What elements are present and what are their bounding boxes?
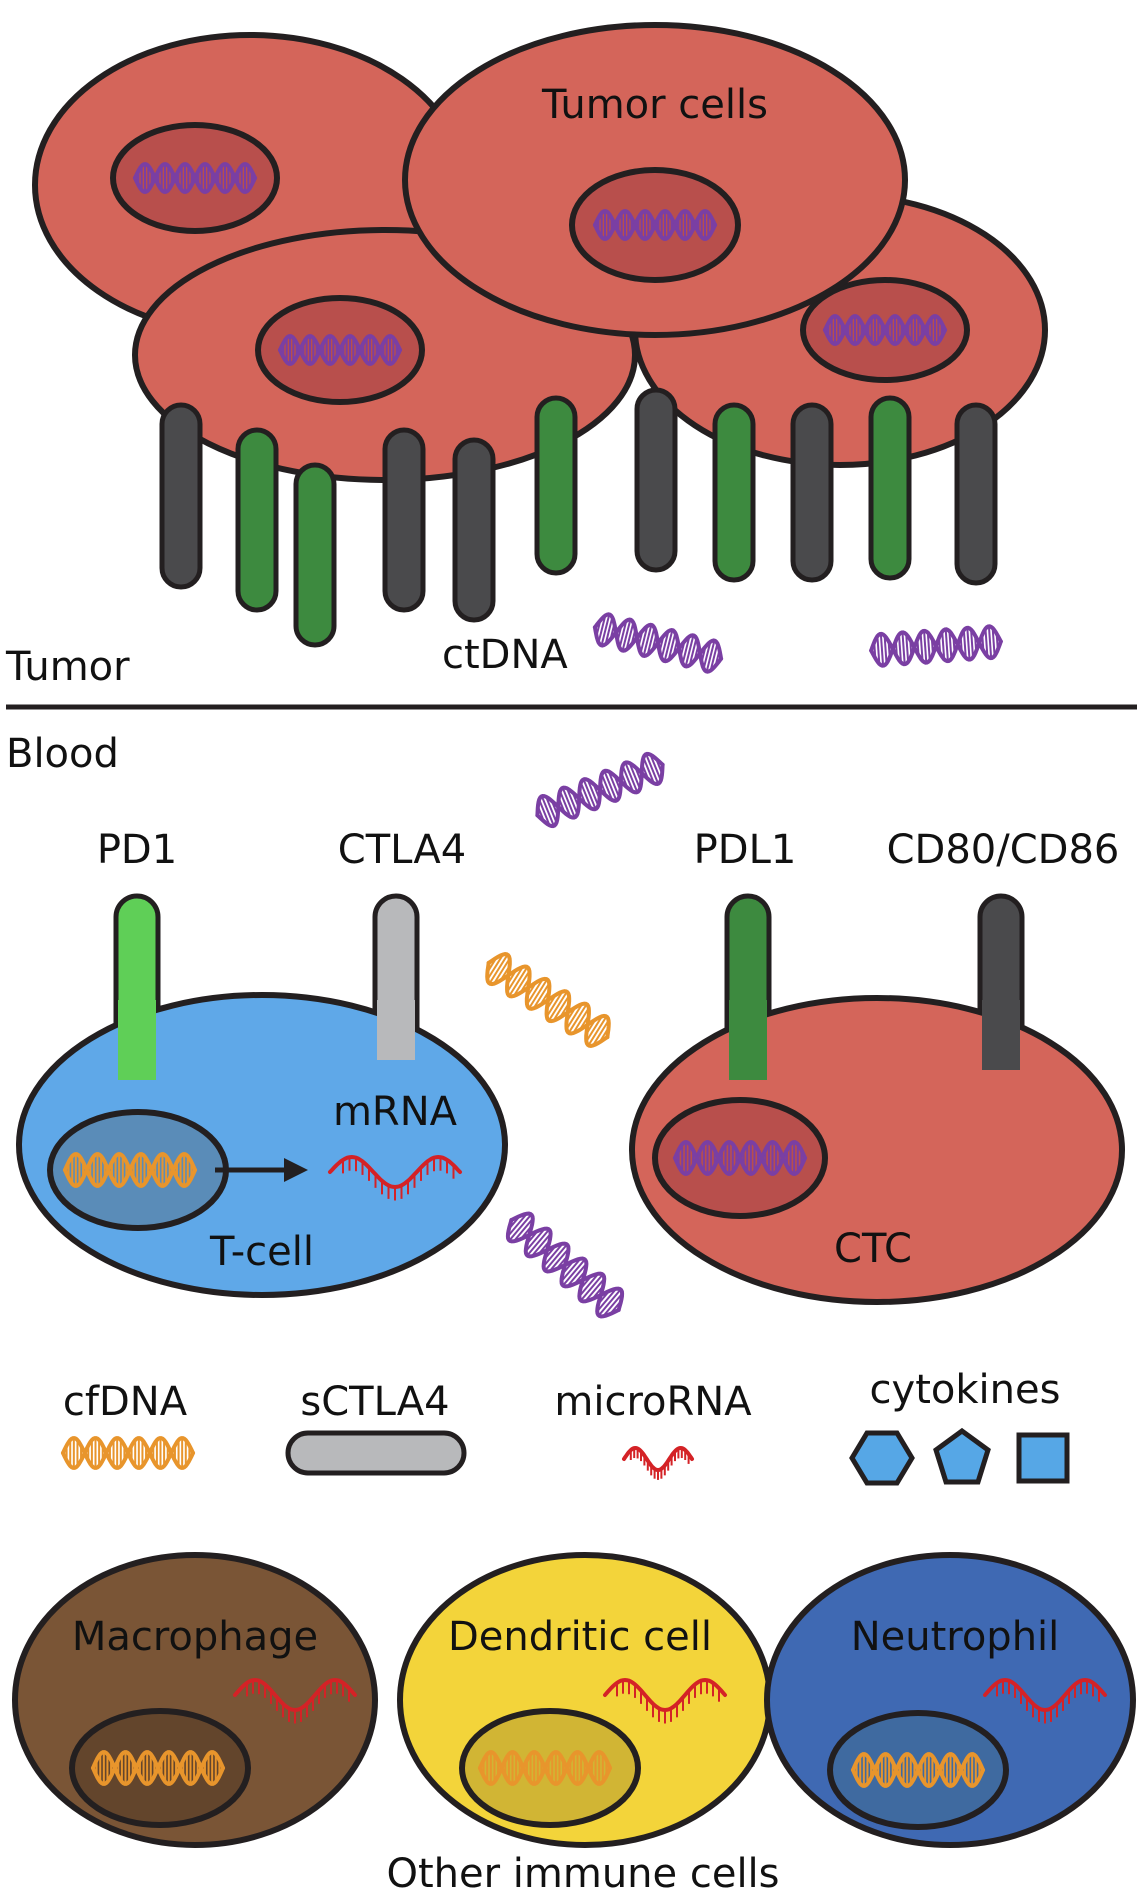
receptor-green	[235, 427, 279, 613]
cytokine-pentagon-icon	[933, 1427, 991, 1485]
dendritic-cell-label: Dendritic cell	[448, 1614, 712, 1660]
cd80-cd86-receptor-base	[982, 1000, 1020, 1070]
receptor-dark	[452, 437, 496, 623]
ctdna-helix-icon	[593, 209, 717, 241]
cfdna-helix-icon	[91, 1750, 225, 1786]
ctdna-helix-icon	[592, 612, 724, 674]
receptor-green	[293, 462, 337, 648]
cfdna-helix-icon	[851, 1752, 985, 1788]
ctdna-helix-icon	[505, 1211, 625, 1319]
microrna-strand-icon	[233, 1677, 357, 1724]
ctdna-helix-icon	[869, 624, 1003, 668]
cfdna-helix-icon	[485, 952, 611, 1048]
legend-sctla4-label: sCTLA4	[300, 1379, 449, 1425]
macrophage-cell: Macrophage	[12, 1552, 378, 1848]
sctla4-molecule-icon	[285, 1430, 467, 1476]
mrna-strand-icon	[328, 1154, 462, 1201]
tumor-receptors	[159, 387, 998, 648]
dendritic-cell: Dendritic cell	[397, 1552, 773, 1848]
ctdna-label: ctDNA	[442, 632, 568, 678]
microrna-strand-icon	[622, 1445, 694, 1480]
ctc-label: CTC	[834, 1226, 912, 1272]
receptor-dark	[159, 402, 203, 590]
ctdna-helix-icon	[278, 334, 402, 366]
t-cell-label: T-cell	[209, 1229, 314, 1275]
receptor-green	[868, 395, 912, 581]
receptor-green	[712, 402, 756, 583]
dendritic-cell-nucleus	[459, 1708, 641, 1828]
pdl1-label: PDL1	[694, 827, 797, 873]
cfdna-helix-icon	[63, 1152, 197, 1188]
microrna-strand-icon	[983, 1677, 1107, 1724]
ctdna-helix-icon	[673, 1140, 807, 1176]
ctdna-helix-icon	[133, 162, 257, 194]
pd1-label: PD1	[97, 827, 177, 873]
legend: cfDNA sCTLA4 microRNA cytokines	[61, 1367, 1070, 1486]
receptor-green	[534, 395, 578, 576]
receptor-dark	[954, 402, 998, 586]
blood-label: Blood	[6, 731, 119, 777]
receptor-dark	[790, 402, 834, 583]
ctdna-helix-icon	[823, 314, 947, 346]
legend-cfdna-label: cfDNA	[63, 1379, 188, 1425]
ctla4-receptor-base	[377, 1000, 415, 1060]
mrna-label: mRNA	[333, 1089, 458, 1135]
neutrophil-cell: Neutrophil	[764, 1552, 1136, 1848]
cytokine-square-icon	[1016, 1432, 1070, 1484]
tumor-cells-label: Tumor cells	[541, 82, 768, 128]
ctdna-helix-icon	[535, 751, 665, 829]
pdl1-receptor-base	[729, 1000, 767, 1080]
receptor-dark	[634, 387, 678, 573]
cfdna-helix-icon	[61, 1436, 195, 1470]
receptor-dark	[382, 427, 426, 613]
macrophage-label: Macrophage	[72, 1614, 318, 1660]
other-immune-cells-label: Other immune cells	[386, 1851, 779, 1897]
neutrophil-label: Neutrophil	[851, 1614, 1060, 1660]
tumor-label: Tumor	[5, 644, 130, 690]
circulating-tumor-cell: PDL1 CD80/CD86 CTC	[629, 827, 1125, 1305]
t-cell: PD1 CTLA4 mRNA T-cell	[16, 827, 508, 1298]
tumor-cell-cluster: Tumor cells	[32, 22, 1048, 483]
legend-cytokines-label: cytokines	[870, 1367, 1061, 1413]
pd1-receptor-base	[118, 1000, 156, 1080]
cfdna-helix-icon	[478, 1750, 612, 1786]
microrna-strand-icon	[603, 1677, 727, 1724]
legend-microrna-label: microRNA	[554, 1379, 752, 1425]
arrow-head-icon	[284, 1158, 308, 1182]
cytokine-hexagon-icon	[849, 1430, 915, 1486]
cd80-cd86-label: CD80/CD86	[887, 827, 1120, 873]
ctla4-label: CTLA4	[338, 827, 466, 873]
